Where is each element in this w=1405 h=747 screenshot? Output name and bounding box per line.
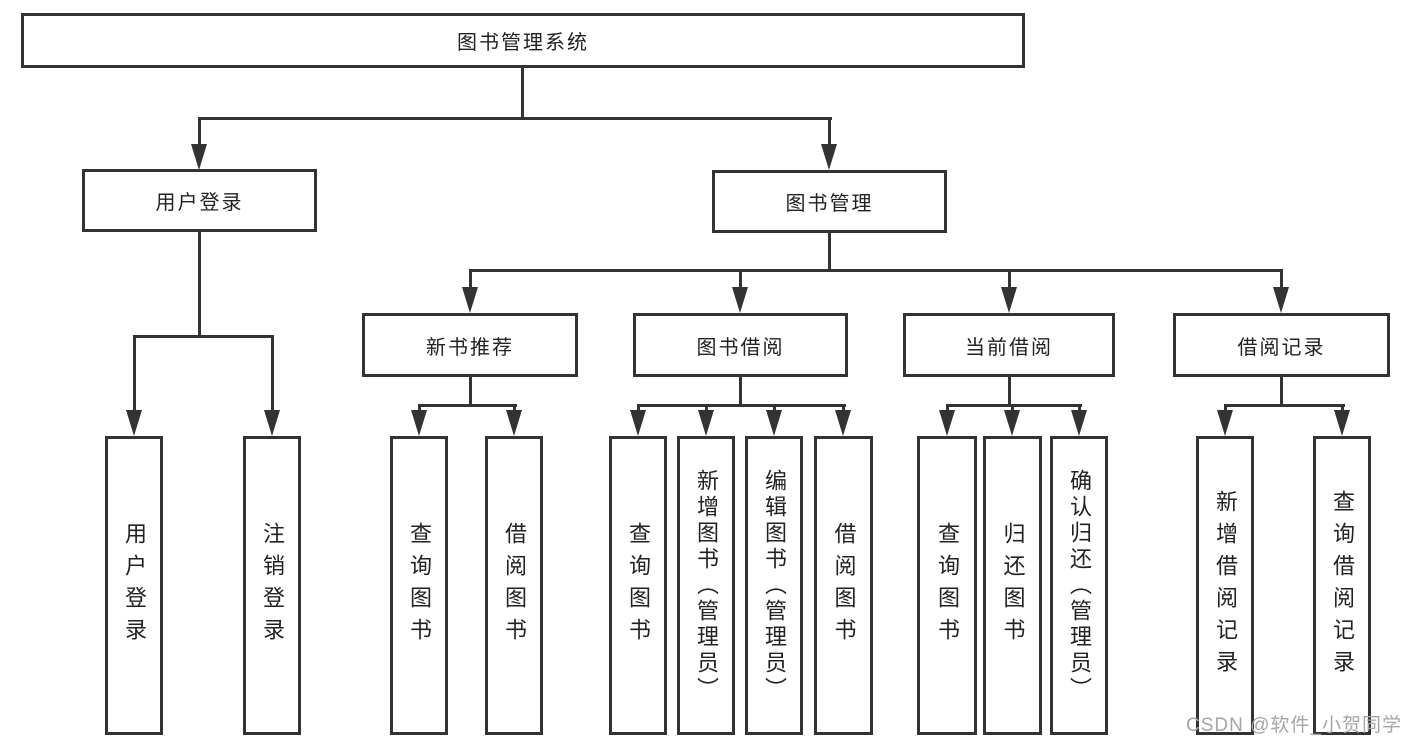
connector-line	[418, 404, 421, 414]
arrowhead-icon	[191, 144, 207, 170]
connector-line	[133, 335, 274, 338]
connector-line	[198, 117, 201, 147]
arrowhead-icon	[1273, 287, 1289, 313]
connector-line	[418, 404, 517, 407]
arrowhead-icon	[698, 410, 714, 436]
leaf-query-books-borrowing: 查询图书	[609, 436, 667, 735]
leaf-edit-books-admin: 编辑图书（管理员）	[745, 436, 803, 735]
node-label: 用户登录	[155, 192, 244, 214]
arrowhead-icon	[1071, 410, 1087, 436]
node-new-book-recommendation: 新书推荐	[362, 313, 578, 377]
node-label: 编辑图书（管理员）	[762, 468, 787, 703]
arrowhead-icon	[630, 410, 646, 436]
node-label: 图书管理系统	[457, 32, 589, 54]
connector-line	[469, 374, 472, 407]
connector-line	[1078, 404, 1081, 414]
arrowhead-icon	[506, 410, 522, 436]
connector-line	[739, 374, 742, 407]
node-library-system: 图书管理系统	[21, 13, 1025, 68]
connector-line	[705, 404, 708, 414]
leaf-query-books-current: 查询图书	[917, 436, 977, 735]
connector-line	[637, 404, 846, 407]
watermark: CSDN @软件_小贺同学	[1186, 715, 1402, 736]
node-label: 当前借阅	[965, 336, 1053, 359]
arrowhead-icon	[821, 144, 837, 170]
leaf-add-borrowing-record: 新增借阅记录	[1196, 436, 1254, 735]
connector-line	[1280, 374, 1283, 407]
node-user-login: 用户登录	[82, 169, 317, 232]
arrowhead-icon	[462, 287, 478, 313]
node-label: 新增图书（管理员）	[694, 468, 719, 703]
connector-line	[842, 404, 845, 414]
connector-line	[1008, 269, 1011, 291]
connector-line	[1224, 404, 1227, 414]
arrowhead-icon	[1217, 410, 1233, 436]
connector-line	[521, 66, 524, 120]
leaf-logout-login: 注销登录	[243, 436, 301, 735]
connector-line	[1341, 404, 1344, 414]
connector-line	[773, 404, 776, 414]
node-label: 新增借阅记录	[1213, 489, 1238, 682]
node-label: 新书推荐	[426, 336, 514, 359]
connector-line	[1224, 404, 1345, 407]
connector-line	[469, 269, 472, 291]
connector-line	[271, 335, 274, 413]
node-book-borrowing: 图书借阅	[633, 313, 848, 377]
arrowhead-icon	[126, 410, 142, 436]
connector-line	[1008, 374, 1011, 407]
connector-line	[198, 229, 201, 338]
leaf-query-borrowing-record: 查询借阅记录	[1313, 436, 1371, 735]
arrowhead-icon	[732, 287, 748, 313]
connector-line	[637, 404, 640, 414]
leaf-confirm-return-admin: 确认归还（管理员）	[1050, 436, 1108, 735]
arrowhead-icon	[264, 410, 280, 436]
node-label: 借阅图书	[502, 521, 527, 650]
node-label: 图书管理	[785, 193, 874, 215]
node-label: 查询借阅记录	[1330, 489, 1355, 682]
connector-line	[946, 404, 1082, 407]
connector-line	[946, 404, 949, 414]
arrowhead-icon	[835, 410, 851, 436]
arrowhead-icon	[1004, 410, 1020, 436]
arrowhead-icon	[1334, 410, 1350, 436]
node-label: 注销登录	[260, 521, 285, 650]
node-label: 图书借阅	[696, 336, 785, 359]
connector-line	[1011, 404, 1014, 414]
leaf-add-books-admin: 新增图书（管理员）	[677, 436, 735, 735]
arrowhead-icon	[939, 410, 955, 436]
leaf-return-books: 归还图书	[983, 436, 1042, 735]
node-label: 查询图书	[407, 521, 432, 650]
leaf-borrow-books-borrowing: 借阅图书	[814, 436, 873, 735]
node-label: 借阅图书	[831, 521, 857, 650]
connector-line	[198, 117, 832, 120]
connector-line	[469, 269, 1283, 272]
node-current-borrowing: 当前借阅	[903, 313, 1115, 377]
node-borrowing-records: 借阅记录	[1173, 313, 1390, 377]
node-label: 确认归还（管理员）	[1067, 468, 1092, 703]
arrowhead-icon	[1001, 287, 1017, 313]
arrowhead-icon	[766, 410, 782, 436]
connector-line	[828, 117, 831, 147]
leaf-borrow-books-recommend: 借阅图书	[485, 436, 543, 735]
connector-line	[828, 230, 831, 272]
connector-line	[513, 404, 516, 414]
arrowhead-icon	[411, 410, 427, 436]
leaf-user-login: 用户登录	[105, 436, 163, 735]
connector-line	[1280, 269, 1283, 291]
node-label: 查询图书	[935, 521, 960, 650]
node-book-management: 图书管理	[712, 170, 947, 233]
node-label: 用户登录	[122, 521, 147, 650]
node-label: 借阅记录	[1237, 336, 1326, 359]
node-label: 查询图书	[626, 521, 651, 650]
leaf-query-books-recommend: 查询图书	[390, 436, 448, 735]
connector-line	[133, 335, 136, 413]
connector-line	[739, 269, 742, 291]
node-label: 归还图书	[1000, 521, 1026, 650]
